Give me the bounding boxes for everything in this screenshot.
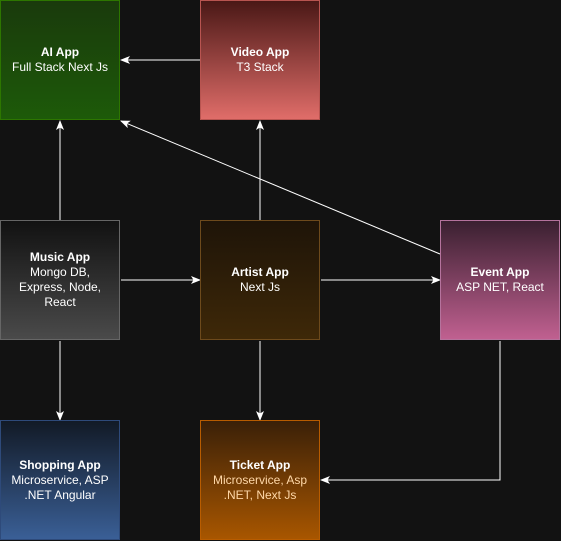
node-subtitle: Next Js — [239, 280, 280, 294]
node-video-app[interactable]: Video App T3 Stack — [200, 0, 320, 120]
node-title: Ticket App — [229, 457, 291, 472]
node-title: Artist App — [231, 265, 289, 279]
node-subtitle: ASP NET, React — [456, 280, 544, 294]
node-event-app[interactable]: Event App ASP NET, React — [440, 220, 560, 340]
node-subtitle: Microservice, ASP .NET Angular — [11, 472, 109, 502]
node-subtitle: Mongo DB, Express, Node, React — [18, 265, 102, 309]
node-subtitle: T3 Stack — [236, 60, 284, 74]
edge-event-to-ai — [120, 120, 441, 255]
node-shopping-app[interactable]: Shopping App Microservice, ASP .NET Angu… — [0, 420, 120, 540]
node-subtitle: Microservice, Asp .NET, Next Js — [212, 472, 308, 502]
node-title: Event App — [470, 265, 530, 279]
node-subtitle: Full Stack Next Js — [11, 60, 109, 74]
node-ticket-app[interactable]: Ticket App Microservice, Asp .NET, Next … — [200, 420, 320, 540]
node-title: Music App — [29, 250, 91, 264]
node-title: AI App — [40, 45, 80, 59]
edge-event-to-ticket — [320, 341, 501, 484]
node-title: Shopping App — [19, 457, 101, 472]
node-music-app[interactable]: Music App Mongo DB, Express, Node, React — [0, 220, 120, 340]
node-artist-app[interactable]: Artist App Next Js — [200, 220, 320, 340]
node-ai-app[interactable]: AI App Full Stack Next Js — [0, 0, 120, 120]
node-title: Video App — [230, 45, 290, 59]
